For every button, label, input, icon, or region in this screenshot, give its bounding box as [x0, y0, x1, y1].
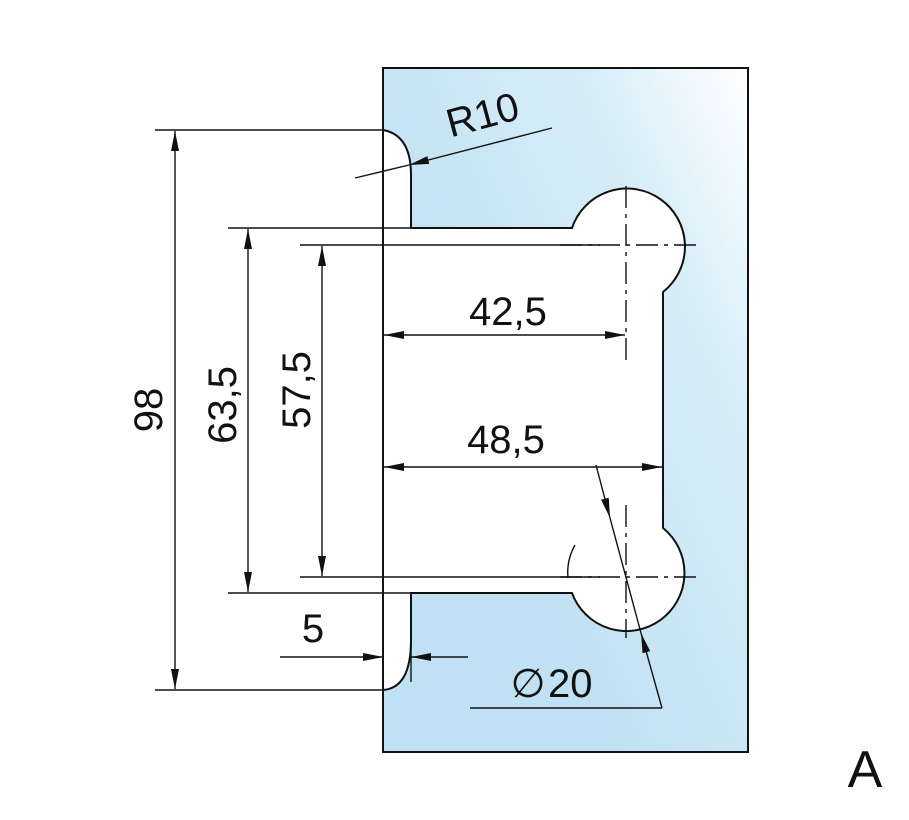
center-lines: [560, 186, 700, 638]
diameter-symbol: ∅: [511, 662, 546, 706]
diameter-label: 20: [548, 662, 593, 706]
dim-5-label: 5: [302, 607, 324, 651]
view-label: A: [848, 741, 883, 799]
cutout-outline: [382, 129, 686, 691]
dim-42-5-label: 42,5: [469, 290, 547, 334]
dim-98-label: 98: [127, 388, 171, 433]
diameter-leader: [470, 464, 663, 709]
radius-leader-tail: [354, 164, 410, 179]
hinge-cutout: [376, 130, 685, 690]
dim-57-5-label: 57,5: [275, 351, 319, 429]
radius-leader: [408, 127, 553, 166]
dim-48-5-label: 48,5: [467, 418, 545, 462]
dim-63-5-label: 63,5: [201, 366, 245, 444]
extension-lines: [155, 129, 600, 691]
dim-5: [280, 640, 468, 682]
